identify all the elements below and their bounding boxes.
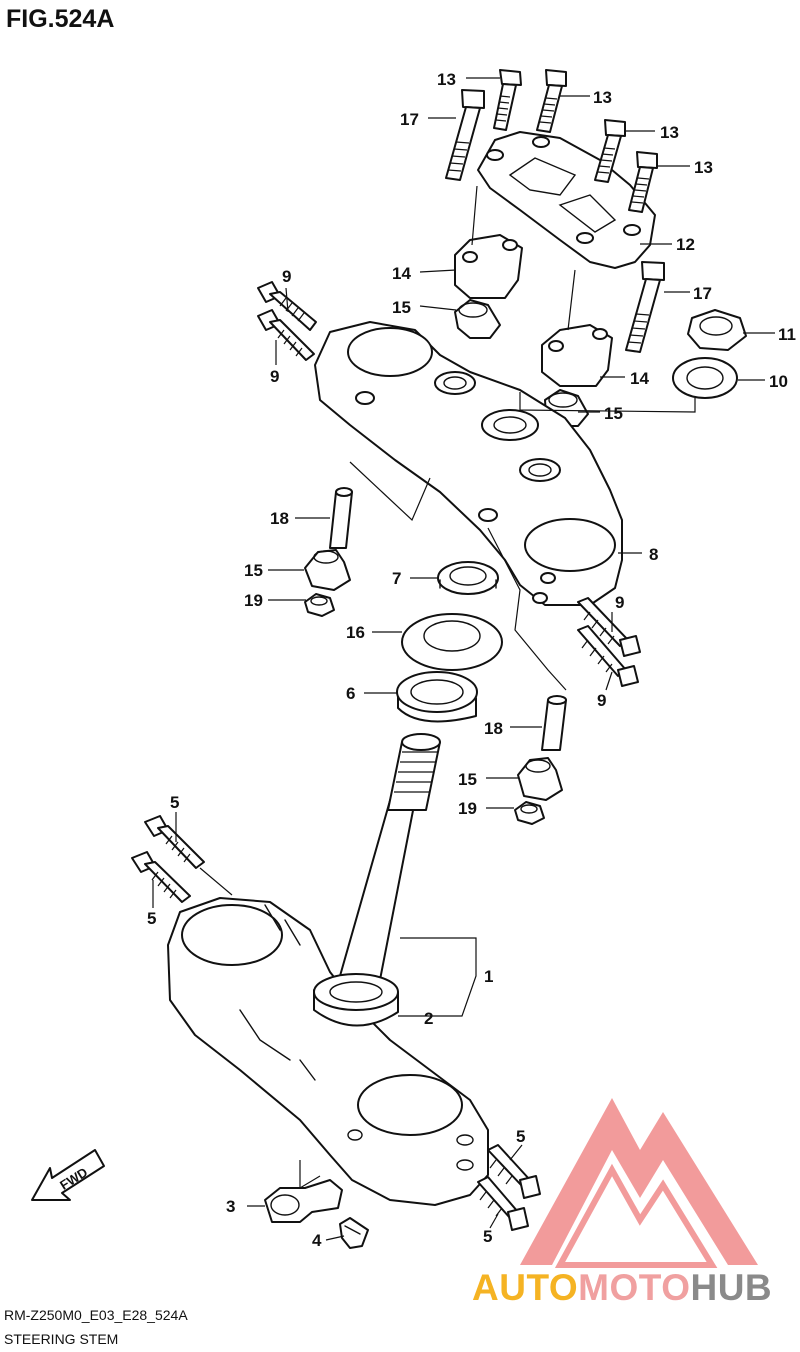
part-19-washer-right [514, 801, 545, 825]
footer-code: RM-Z250M0_E03_E28_524A [4, 1307, 188, 1323]
callout-5-b: 5 [147, 909, 156, 928]
callout-5-d: 5 [483, 1227, 492, 1246]
figure-title: FIG.524A [6, 5, 114, 33]
callout-15-d: 15 [458, 770, 477, 789]
part-15-damper-left [304, 549, 351, 591]
part-14-lower-holders [454, 234, 613, 387]
leader-lines [152, 77, 775, 1241]
callout-15-b: 15 [604, 404, 623, 423]
part-15-damper-right [517, 757, 563, 801]
triangle-logo-icon [520, 1098, 758, 1265]
callout-13-c: 13 [660, 123, 679, 142]
callout-17-b: 17 [693, 284, 712, 303]
watermark-logo [520, 1098, 758, 1268]
watermark-auto: AUTO [472, 1267, 578, 1308]
callout-13-a: 13 [437, 70, 456, 89]
callout-17-a: 17 [400, 110, 419, 129]
callout-5-c: 5 [516, 1127, 525, 1146]
callout-10: 10 [769, 372, 788, 391]
callout-12: 12 [676, 235, 695, 254]
part-10-washer [672, 357, 738, 399]
part-12-handlebar-holder [477, 131, 656, 269]
callout-18-a: 18 [270, 509, 289, 528]
callout-15-a: 15 [392, 298, 411, 317]
part-18-collar-left [329, 487, 353, 549]
callout-9-d: 9 [597, 691, 606, 710]
callout-11: 11 [778, 325, 796, 344]
callout-14-a: 14 [392, 264, 411, 283]
callout-2: 2 [424, 1009, 433, 1028]
callout-15-c: 15 [244, 561, 263, 580]
callout-8: 8 [649, 545, 658, 564]
part-11-nut [687, 309, 747, 351]
part-9-bolts-lower-right [577, 597, 641, 687]
footer-name: STEERING STEM [4, 1331, 118, 1347]
callout-14-b: 14 [630, 369, 649, 388]
callout-19-b: 19 [458, 799, 477, 818]
callout-19-a: 19 [244, 591, 263, 610]
part-16-dust-seal [401, 613, 503, 671]
part-18-collar-right [541, 695, 567, 751]
callout-5-a: 5 [170, 793, 179, 812]
callout-6: 6 [346, 684, 355, 703]
part-4-bolt [339, 1217, 369, 1249]
callout-3: 3 [226, 1197, 235, 1216]
part-1-steering-stem [167, 733, 489, 1206]
part-3-clamp [264, 1179, 343, 1223]
fwd-arrow-icon: FWD [31, 1149, 105, 1201]
part-5-bolts-upper-left [131, 815, 205, 903]
callout-labels: 13 13 13 13 17 12 17 14 15 14 15 11 10 9… [147, 70, 796, 1250]
part-6-bearing [396, 671, 478, 723]
callout-4: 4 [312, 1231, 322, 1250]
callout-18-b: 18 [484, 719, 503, 738]
callout-7: 7 [392, 569, 401, 588]
callout-9-a: 9 [282, 267, 291, 286]
part-13-bolts [493, 69, 658, 213]
watermark-hub: HUB [690, 1267, 772, 1308]
callout-13-b: 13 [593, 88, 612, 107]
part-9-bolts-upper-left [257, 281, 317, 361]
part-8-upper-bracket [314, 321, 623, 606]
part-7-stem-nut [437, 561, 499, 595]
callout-9-b: 9 [270, 367, 279, 386]
callout-13-d: 13 [694, 158, 713, 177]
part-19-washer-left [304, 593, 335, 617]
part-17-bolts [445, 89, 665, 353]
watermark-moto: MOTO [578, 1267, 690, 1308]
callout-1: 1 [484, 967, 493, 986]
part-5-bolts-lower-right [477, 1144, 541, 1231]
watermark-text: AUTOMOTOHUB [472, 1267, 772, 1308]
callout-9-c: 9 [615, 593, 624, 612]
callout-16: 16 [346, 623, 365, 642]
